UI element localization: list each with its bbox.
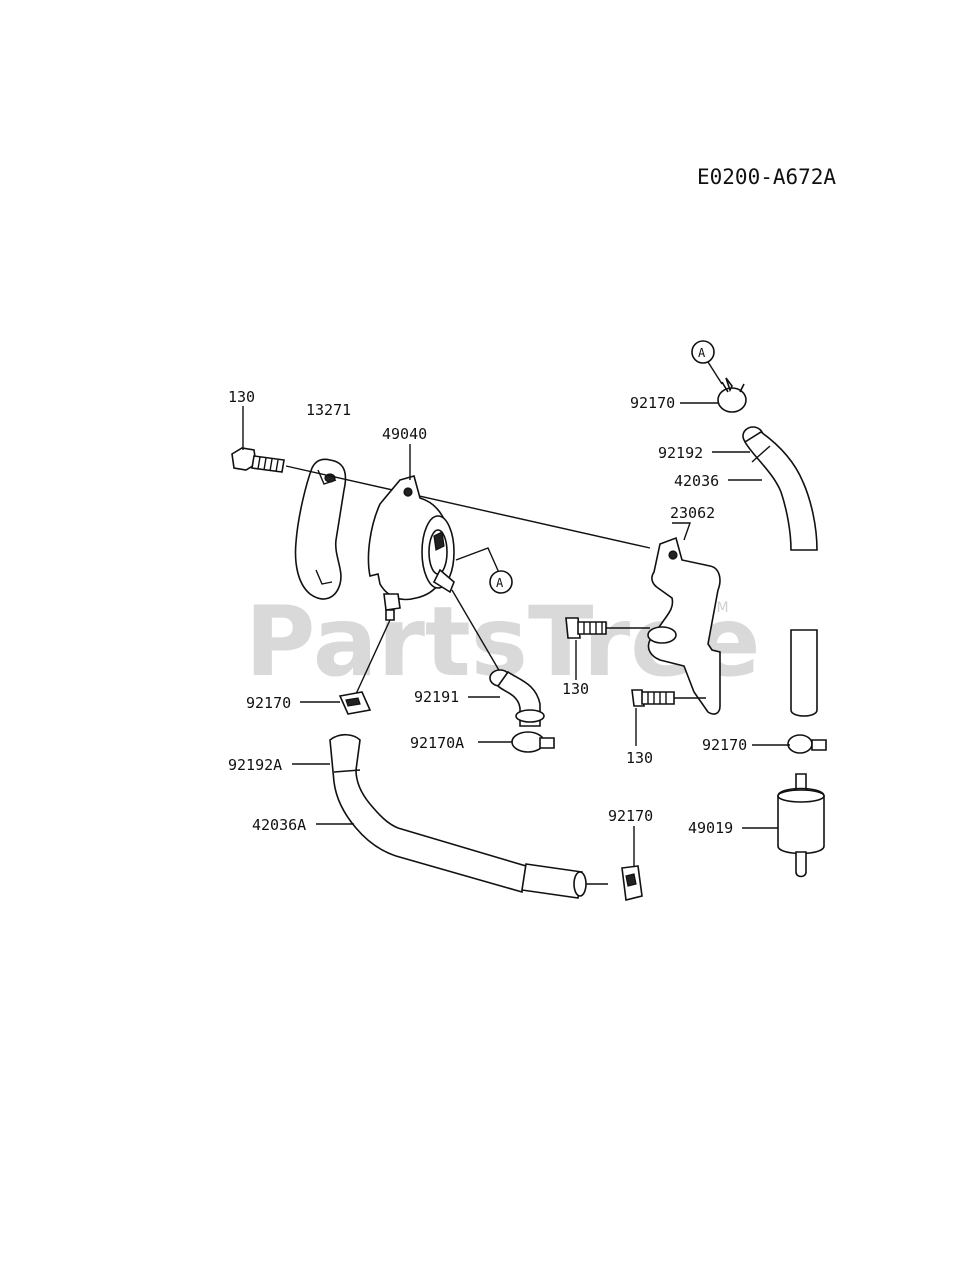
assembly-line-pump-92191: [451, 589, 501, 673]
callout-a-pump-label: A: [496, 576, 504, 590]
callout-a-top-label: A: [698, 346, 706, 360]
hose-92191[interactable]: [489, 669, 545, 727]
label-92170-bottom[interactable]: 92170: [608, 807, 653, 825]
label-130-bottom[interactable]: 130: [626, 749, 653, 767]
label-130-mid[interactable]: 130: [562, 680, 589, 698]
label-130-top[interactable]: 130: [228, 388, 255, 406]
bracket-23062[interactable]: [647, 536, 721, 715]
label-92170-top[interactable]: 92170: [630, 394, 675, 412]
label-92192A[interactable]: 92192A: [228, 756, 282, 774]
diagram-code: E0200-A672A: [697, 165, 836, 189]
leader-23062: [672, 522, 691, 541]
bolt-130-bottom[interactable]: [631, 689, 675, 707]
leader-callout-a-top: [707, 361, 723, 385]
fuel-filter-49019[interactable]: [777, 773, 825, 878]
label-42036[interactable]: 42036: [674, 472, 719, 490]
label-92192[interactable]: 92192: [658, 444, 703, 462]
label-49019[interactable]: 49019: [688, 819, 733, 837]
assembly-line-pump-clamp: [355, 619, 391, 695]
callout-a-top: [691, 340, 715, 364]
assembly-line-upper: [285, 465, 651, 549]
hose-42036A[interactable]: [329, 733, 608, 899]
hose-42036[interactable]: [742, 426, 818, 717]
label-92170-right[interactable]: 92170: [702, 736, 747, 754]
label-92191[interactable]: 92191: [414, 688, 459, 706]
clamp-92170-top[interactable]: [717, 377, 747, 413]
clamp-92170-right[interactable]: [787, 734, 827, 754]
leader-callout-a-pump: [455, 547, 501, 576]
bolt-130-top[interactable]: [231, 447, 285, 473]
callout-a-pump: [489, 570, 513, 594]
bolt-130-mid[interactable]: [565, 617, 607, 639]
label-23062[interactable]: 23062: [670, 504, 715, 522]
label-92170-left[interactable]: 92170: [246, 694, 291, 712]
label-49040[interactable]: 49040: [382, 425, 427, 443]
label-13271[interactable]: 13271: [306, 401, 351, 419]
label-92170A[interactable]: 92170A: [410, 734, 464, 752]
gasket-13271[interactable]: [294, 458, 347, 600]
label-42036A[interactable]: 42036A: [252, 816, 306, 834]
clamp-92170A[interactable]: [511, 731, 555, 753]
fuel-pump-49040[interactable]: [367, 475, 455, 621]
clamp-92170-bottom[interactable]: [621, 865, 643, 901]
clamp-92170-left[interactable]: [338, 691, 372, 715]
